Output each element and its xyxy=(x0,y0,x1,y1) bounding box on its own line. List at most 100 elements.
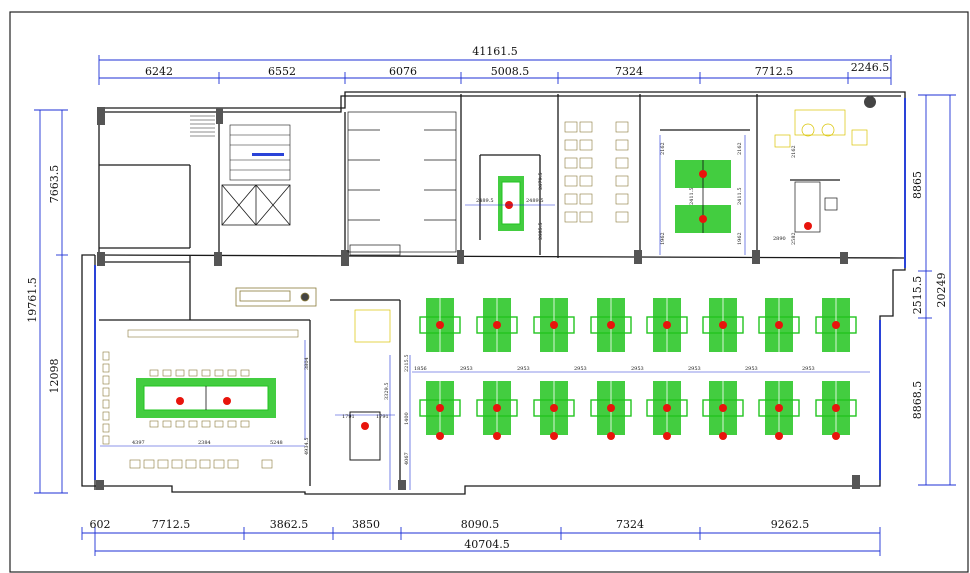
meeting-room-top xyxy=(498,176,524,231)
top-dim-6: 7712.5 xyxy=(755,65,794,78)
manager-desk xyxy=(794,181,838,233)
windows xyxy=(94,98,906,480)
inner-dim-board-2: 2384 xyxy=(198,440,211,446)
inner-dim-center-1: 1791 xyxy=(342,414,355,420)
inner-dim-meeting-3: 2679.5 xyxy=(538,173,544,191)
inner-dim-office-2: 2890 xyxy=(773,236,786,242)
seat-marker xyxy=(719,432,727,440)
workstation-cluster xyxy=(815,298,857,352)
seat-marker xyxy=(550,321,558,329)
seat-marker xyxy=(550,404,558,412)
inner-dim-row-2: 2953 xyxy=(460,366,473,372)
reception-desk xyxy=(235,287,317,307)
inner-dim-pods-1: 2162 xyxy=(660,142,666,155)
inner-dim-meeting-4: 2685.5 xyxy=(538,223,544,241)
inner-dim-board-5: 4934.5 xyxy=(304,438,310,456)
workstation-cluster xyxy=(646,381,688,435)
seat-marker xyxy=(775,321,783,329)
structural-columns xyxy=(96,107,860,490)
inner-dim-center-5: 4067 xyxy=(404,452,410,465)
seat-marker xyxy=(775,432,783,440)
lounge-furniture xyxy=(774,96,876,148)
workstation-cluster xyxy=(815,381,857,435)
workstation-cluster xyxy=(590,298,632,352)
bottom-segment-labels: 602 7712.5 3862.5 3850 8090.5 7324 9262.… xyxy=(90,518,810,531)
seat-marker xyxy=(493,404,501,412)
sheet-border xyxy=(9,11,969,573)
stair-core xyxy=(229,124,291,181)
inner-dim-center-2: 1791 xyxy=(376,414,389,420)
workstation-cluster xyxy=(533,381,575,435)
top-dim-1: 6242 xyxy=(145,65,173,78)
service-stalls xyxy=(347,111,457,256)
workstation-cluster xyxy=(590,381,632,435)
right-total-dimension: 20249 xyxy=(935,273,948,308)
bottom-dim-7: 9262.5 xyxy=(771,518,810,531)
center-meeting xyxy=(349,309,391,461)
top-dimensions xyxy=(98,55,892,85)
inner-dim-row-5: 2953 xyxy=(631,366,644,372)
bottom-total-dimension: 40704.5 xyxy=(464,538,510,551)
left-total-dimension: 19761.5 xyxy=(26,277,39,323)
seat-marker xyxy=(607,432,615,440)
top-total-dimension: 41161.5 xyxy=(472,45,518,58)
seat-marker xyxy=(832,432,840,440)
inner-dim-pods-2: 2162 xyxy=(737,142,743,155)
elevators xyxy=(221,184,291,226)
inner-dim-office-1: 2162 xyxy=(791,145,797,158)
right-dim-1: 8865 xyxy=(911,171,924,199)
left-dimensions xyxy=(34,109,68,494)
left-dim-2: 12098 xyxy=(48,359,61,394)
inner-dim-board-1: 4397 xyxy=(132,440,145,446)
pod-cluster-top xyxy=(675,160,731,233)
right-dim-2: 2515.5 xyxy=(911,276,924,315)
workstation-cluster xyxy=(702,381,744,435)
boardroom-chairs xyxy=(102,329,299,469)
inner-dim-row-4: 2953 xyxy=(574,366,587,372)
seat-marker xyxy=(436,432,444,440)
seat-marker xyxy=(832,321,840,329)
top-dim-3: 6076 xyxy=(389,65,417,78)
bottom-dim-1: 602 xyxy=(90,518,111,531)
workstation-cluster xyxy=(533,298,575,352)
inner-dim-row-3: 2953 xyxy=(517,366,530,372)
inner-dim-row-1: 1856 xyxy=(414,366,427,372)
workstation-cluster xyxy=(476,381,518,435)
inner-dim-office-3: 2582 xyxy=(791,232,797,245)
top-dim-4: 5008.5 xyxy=(491,65,530,78)
inner-dim-row-8: 2953 xyxy=(802,366,815,372)
inner-dim-row-7: 2953 xyxy=(745,366,758,372)
inner-dim-pods-6: 1962 xyxy=(737,232,743,245)
seat-marker xyxy=(832,404,840,412)
inner-dim-center-4: 1400 xyxy=(404,412,410,425)
seat-marker xyxy=(719,321,727,329)
inner-dim-meeting-2: 2489.5 xyxy=(526,198,544,204)
workstation-cluster xyxy=(758,298,800,352)
inner-dim-board-3: 5248 xyxy=(270,440,283,446)
seat-marker xyxy=(607,404,615,412)
inner-dim-pods-5: 1962 xyxy=(660,232,666,245)
workstation-cluster xyxy=(476,298,518,352)
workstation-cluster xyxy=(646,298,688,352)
top-segment-labels: 6242 6552 6076 5008.5 7324 7712.5 2246.5 xyxy=(145,61,889,78)
workstation-cluster xyxy=(702,298,744,352)
inner-dim-center-6: 2215.5 xyxy=(404,355,410,373)
boardroom-table xyxy=(136,378,276,418)
inner-dim-center-3: 3329.5 xyxy=(384,383,390,401)
workstation-cluster xyxy=(419,381,461,435)
seat-marker xyxy=(663,404,671,412)
seat-marker xyxy=(493,321,501,329)
inner-dim-meeting-1: 2489.5 xyxy=(476,198,494,204)
seat-marker xyxy=(719,404,727,412)
bottom-dim-5: 8090.5 xyxy=(461,518,500,531)
open-workstations xyxy=(419,298,857,440)
seat-marker xyxy=(663,432,671,440)
seat-marker xyxy=(663,321,671,329)
cafe-chairs xyxy=(564,121,629,223)
inner-dim-pods-4: 2411.5 xyxy=(737,188,743,206)
inner-dim-row-6: 2953 xyxy=(688,366,701,372)
seat-marker xyxy=(550,432,558,440)
seat-marker xyxy=(436,321,444,329)
top-dim-2: 6552 xyxy=(268,65,296,78)
